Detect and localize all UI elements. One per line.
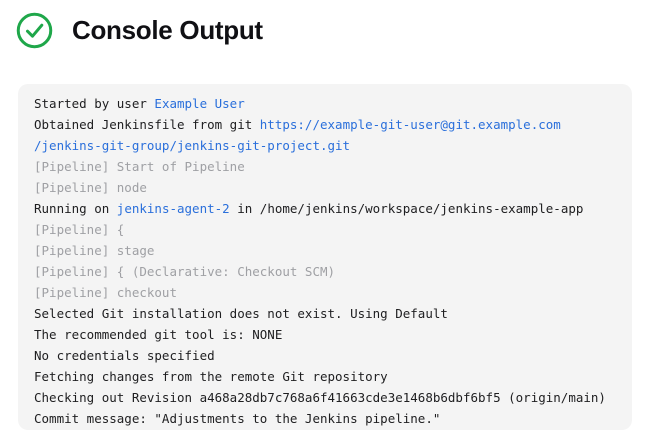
console-line: Running on jenkins-agent-2 in /home/jenk… [34, 198, 616, 219]
console-line: /jenkins-git-group/jenkins-git-project.g… [34, 135, 616, 156]
success-check-icon [16, 12, 53, 49]
console-line: No credentials specified [34, 345, 616, 366]
console-text: Commit message: "Adjustments to the Jenk… [34, 411, 441, 426]
console-text: [Pipeline] { (Declarative: Checkout SCM) [34, 264, 336, 279]
console-line: Fetching changes from the remote Git rep… [34, 366, 616, 387]
console-line: Selected Git installation does not exist… [34, 303, 616, 324]
console-line: [Pipeline] { (Declarative: Checkout SCM) [34, 261, 616, 282]
console-text: in /home/jenkins/workspace/jenkins-examp… [229, 201, 584, 216]
console-text: [Pipeline] Start of Pipeline [34, 159, 245, 174]
console-text: Fetching changes from the remote Git rep… [34, 369, 388, 384]
console-link[interactable]: /jenkins-git-group/jenkins-git-project.g… [34, 138, 351, 153]
console-link[interactable]: Example User [154, 96, 245, 111]
console-line: Obtained Jenkinsfile from git https://ex… [34, 114, 616, 135]
console-text: [Pipeline] checkout [34, 285, 177, 300]
console-line: Commit message: "Adjustments to the Jenk… [34, 408, 616, 429]
console-text: [Pipeline] stage [34, 243, 155, 258]
console-link[interactable]: jenkins-agent-2 [116, 201, 230, 216]
console-line: Checking out Revision a468a28db7c768a6f4… [34, 387, 616, 408]
console-text: Selected Git installation does not exist… [34, 306, 448, 321]
console-text: Checking out Revision a468a28db7c768a6f4… [34, 390, 606, 405]
console-line: The recommended git tool is: NONE [34, 324, 616, 345]
console-text: No credentials specified [34, 348, 215, 363]
console-line: [Pipeline] stage [34, 240, 616, 261]
console-text: [Pipeline] node [34, 180, 147, 195]
console-line: [Pipeline] { [34, 219, 616, 240]
console-line: [Pipeline] node [34, 177, 616, 198]
console-text: Obtained Jenkinsfile from git [34, 117, 260, 132]
console-line: [Pipeline] checkout [34, 282, 616, 303]
page-title: Console Output [72, 15, 263, 45]
console-link[interactable]: https://example-git-user@git.example.com [259, 117, 561, 132]
console-line: Started by user Example User [34, 93, 616, 114]
console-text: Started by user [34, 96, 155, 111]
console-text: The recommended git tool is: NONE [34, 327, 283, 342]
page-header: Console Output [16, 12, 263, 49]
console-text: Running on [34, 201, 117, 216]
console-line: [Pipeline] Start of Pipeline [34, 156, 616, 177]
console-text: [Pipeline] { [34, 222, 125, 237]
